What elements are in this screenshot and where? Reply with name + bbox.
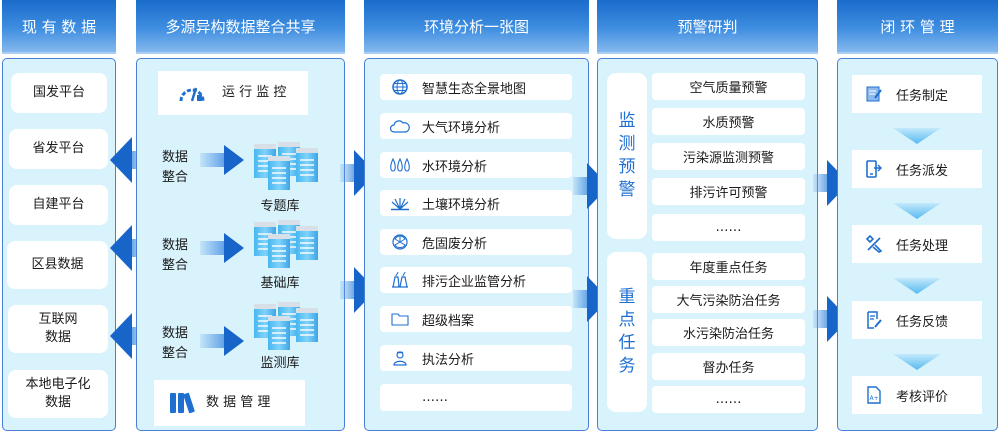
- analysis-item-air[interactable]: 大气环境分析: [380, 113, 572, 139]
- analysis-item-soil[interactable]: 土壤环境分析: [380, 190, 572, 216]
- data-management-label: 数 据 管 理: [206, 395, 271, 410]
- warning-item[interactable]: 污染源监测预警: [652, 143, 805, 170]
- arrow-right-icon: [200, 145, 246, 175]
- analysis-item-map[interactable]: 智慧生态全景地图: [380, 74, 572, 100]
- globe-icon: [380, 79, 420, 95]
- step-task-create[interactable]: 任务制定: [852, 75, 982, 113]
- water-drops-icon: [380, 157, 420, 173]
- feedback-doc-icon: [852, 311, 896, 329]
- db-label-topic[interactable]: 专题库: [260, 199, 300, 214]
- svg-text:A+: A+: [870, 395, 879, 402]
- header-analysis: 环境分析一张图: [364, 0, 589, 54]
- analysis-item-enterprise[interactable]: 排污企业监管分析: [380, 267, 572, 293]
- warning-item[interactable]: ……: [652, 214, 805, 241]
- source-item[interactable]: 互联网 数据: [8, 305, 108, 353]
- integration-action-label: 数据 整合: [162, 238, 189, 273]
- header-warning: 预警研判: [597, 0, 818, 54]
- header-existing-data: 现 有 数 据: [2, 0, 116, 54]
- source-item[interactable]: 本地电子化 数据: [8, 370, 108, 418]
- integration-action-label: 数据 整合: [162, 150, 189, 185]
- run-monitor-label: 运 行 监 控: [222, 85, 287, 100]
- arrow-right-icon: [200, 326, 246, 356]
- tools-icon: [852, 235, 896, 253]
- analysis-item-enforcement[interactable]: 执法分析: [380, 345, 572, 371]
- step-evaluation[interactable]: A+ 考核评价: [852, 376, 982, 414]
- officer-icon: [380, 350, 420, 366]
- db-label-monitor[interactable]: 监测库: [260, 356, 300, 371]
- database-servers-icon: [250, 142, 320, 194]
- header-closed-loop: 闭 环 管 理: [837, 0, 998, 54]
- source-item[interactable]: 区县数据: [7, 241, 108, 289]
- step-task-process[interactable]: 任务处理: [852, 225, 982, 263]
- soil-plant-icon: [380, 195, 420, 211]
- run-monitor-box[interactable]: 运 行 监 控: [158, 71, 308, 115]
- hazard-icon: [380, 234, 420, 250]
- analysis-item-water[interactable]: 水环境分析: [380, 152, 572, 178]
- integration-action-label: 数据 整合: [162, 326, 189, 361]
- task-item[interactable]: ……: [652, 386, 805, 413]
- mobile-send-icon: [852, 160, 896, 178]
- header-integration: 多源异构数据整合共享: [136, 0, 345, 54]
- task-item[interactable]: 大气污染防治任务: [652, 286, 805, 313]
- analysis-item-hazard[interactable]: 危固废分析: [380, 229, 572, 255]
- data-management-box[interactable]: 数 据 管 理: [154, 380, 305, 426]
- db-label-base[interactable]: 基础库: [260, 276, 300, 291]
- edit-form-icon: [852, 86, 896, 102]
- analysis-item-archive[interactable]: 超级档案: [380, 306, 572, 332]
- analysis-item-more[interactable]: ……: [380, 384, 572, 411]
- folder-icon: [380, 312, 420, 326]
- step-task-feedback[interactable]: 任务反馈: [852, 301, 982, 339]
- tag-monitoring-warning: 监 测 预 警: [607, 73, 647, 239]
- arrow-right-icon: [200, 233, 246, 263]
- binders-icon: [170, 392, 195, 414]
- cloud-icon: [380, 119, 420, 133]
- database-servers-icon: [250, 220, 320, 272]
- grade-doc-icon: A+: [852, 386, 896, 404]
- task-item[interactable]: 年度重点任务: [652, 253, 805, 280]
- warning-item[interactable]: 空气质量预警: [652, 73, 805, 100]
- source-item[interactable]: 自建平台: [9, 185, 108, 225]
- source-item[interactable]: 省发平台: [9, 129, 108, 169]
- task-item[interactable]: 水污染防治任务: [652, 319, 805, 346]
- task-item[interactable]: 督办任务: [652, 353, 805, 380]
- warning-item[interactable]: 排污许可预警: [652, 178, 805, 205]
- tag-key-tasks: 重 点 任 务: [607, 252, 647, 412]
- gauge-icon: [172, 83, 212, 103]
- warning-item[interactable]: 水质预警: [652, 108, 805, 135]
- factory-icon: [380, 272, 420, 288]
- database-servers-icon: [250, 302, 320, 354]
- source-item[interactable]: 国发平台: [11, 73, 107, 113]
- step-task-dispatch[interactable]: 任务派发: [852, 150, 982, 188]
